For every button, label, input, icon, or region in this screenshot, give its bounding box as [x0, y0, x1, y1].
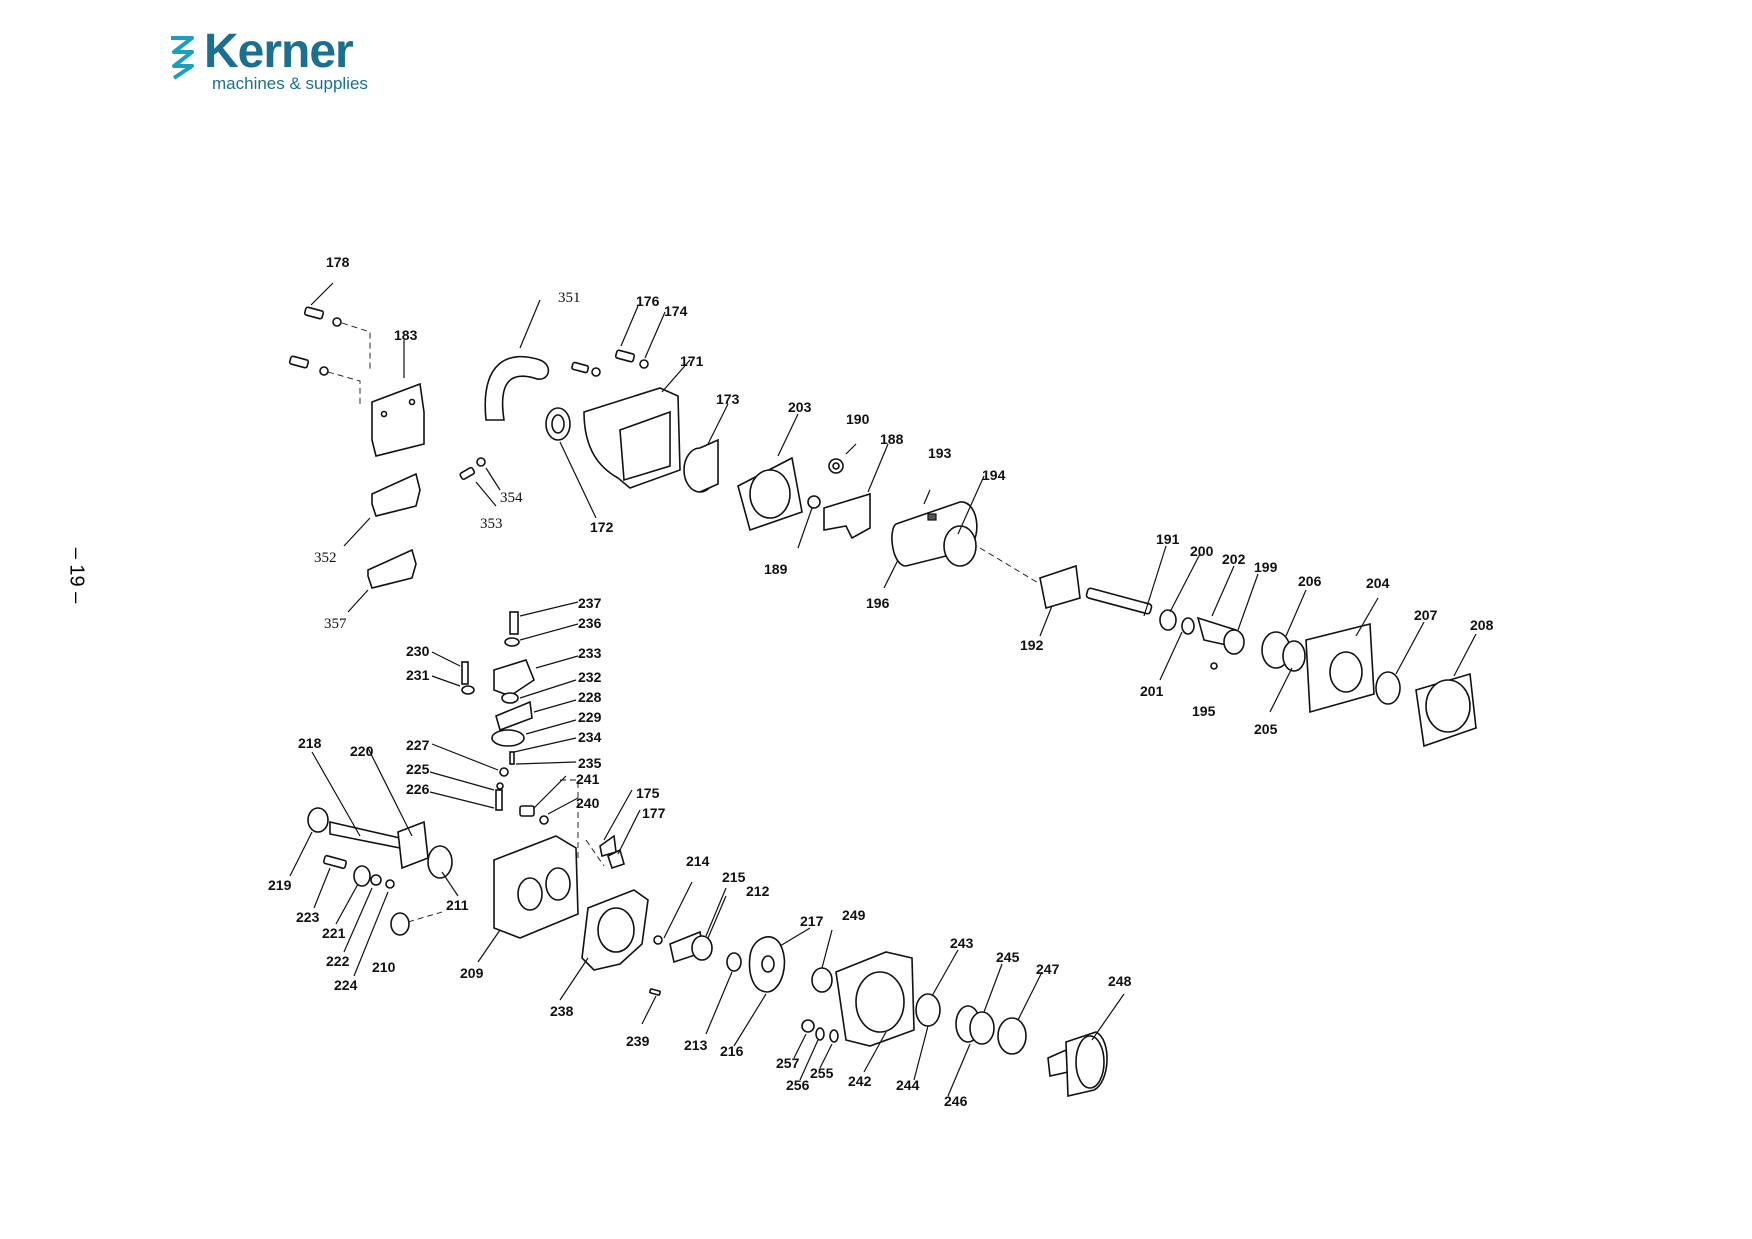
- part-label: 203: [788, 399, 812, 415]
- part-label: 205: [1254, 721, 1278, 737]
- part-label: 230: [406, 643, 430, 659]
- gearbox-output-group: [653, 881, 1125, 1097]
- part-label: 245: [996, 949, 1020, 965]
- part-label: 200: [1190, 543, 1214, 559]
- part-label: 221: [322, 925, 346, 941]
- part-label: 188: [880, 431, 904, 447]
- brand-logo: Kerner machines & supplies: [168, 25, 408, 98]
- part-label: 218: [298, 735, 322, 751]
- part-label: 202: [1222, 551, 1246, 567]
- part-label: 235: [578, 755, 602, 771]
- part-label: 224: [334, 977, 358, 993]
- part-labels: 178 183 351 176 174 171 173 203 190 188 …: [268, 254, 1494, 1109]
- brand-tagline: machines & supplies: [212, 74, 368, 93]
- valve-assembly-group: [429, 601, 641, 870]
- part-label: 257: [776, 1055, 800, 1071]
- part-label: 176: [636, 293, 660, 309]
- part-label: 171: [680, 353, 704, 369]
- part-label: 239: [626, 1033, 650, 1049]
- part-label: 241: [576, 771, 600, 787]
- part-label: 248: [1108, 973, 1132, 989]
- part-label: 195: [1192, 703, 1216, 719]
- part-label: 229: [578, 709, 602, 725]
- part-label: 211: [446, 897, 469, 913]
- part-label: 204: [1366, 575, 1390, 591]
- part-label: 222: [326, 953, 350, 969]
- part-label: 194: [982, 467, 1006, 483]
- part-label: 178: [326, 254, 350, 270]
- part-label: 172: [590, 519, 614, 535]
- part-label: 237: [578, 595, 602, 611]
- part-label: 199: [1254, 559, 1278, 575]
- part-label: 244: [896, 1077, 920, 1093]
- brand-name: Kerner: [204, 25, 354, 78]
- part-label: 209: [460, 965, 484, 981]
- part-label: 226: [406, 781, 430, 797]
- part-label: 183: [394, 327, 418, 343]
- part-label: 228: [578, 689, 602, 705]
- part-label: 175: [636, 785, 660, 801]
- part-label: 247: [1036, 961, 1060, 977]
- mounting-plate-group: [288, 282, 501, 613]
- part-label: 213: [684, 1037, 708, 1053]
- part-label: 201: [1140, 683, 1164, 699]
- drive-shaft-group: [979, 545, 1477, 748]
- part-label: 217: [800, 913, 824, 929]
- part-label: 240: [576, 795, 600, 811]
- part-label: 174: [664, 303, 688, 319]
- part-label: 214: [686, 853, 710, 869]
- part-label: 216: [720, 1043, 744, 1059]
- part-label: 242: [848, 1073, 872, 1089]
- part-label: 193: [928, 445, 952, 461]
- part-label: 255: [810, 1065, 834, 1081]
- gear-pump-group: [289, 747, 661, 1025]
- part-label: 192: [1020, 637, 1044, 653]
- part-label: 246: [944, 1093, 968, 1109]
- part-label: 212: [746, 883, 770, 899]
- part-label: 223: [296, 909, 320, 925]
- part-label: 208: [1470, 617, 1494, 633]
- part-label: 206: [1298, 573, 1322, 589]
- part-label: 351: [558, 290, 581, 306]
- part-label: 352: [314, 550, 337, 566]
- part-label: 357: [324, 616, 347, 632]
- kerner-logo-icon: [171, 36, 194, 80]
- part-label: 210: [372, 959, 396, 975]
- part-label: 220: [350, 743, 374, 759]
- part-label: 234: [578, 729, 602, 745]
- part-label: 219: [268, 877, 292, 893]
- part-label: 232: [578, 669, 602, 685]
- part-label: 190: [846, 411, 870, 427]
- part-label: 256: [786, 1077, 810, 1093]
- part-label: 191: [1156, 531, 1180, 547]
- part-label: 354: [500, 490, 523, 506]
- part-label: 233: [578, 645, 602, 661]
- part-label: 238: [550, 1003, 574, 1019]
- motor-housing-group: [484, 299, 985, 589]
- part-label: 173: [716, 391, 740, 407]
- part-label: 227: [406, 737, 430, 753]
- part-label: 196: [866, 595, 890, 611]
- part-label: 207: [1414, 607, 1438, 623]
- part-label: 236: [578, 615, 602, 631]
- part-label: 189: [764, 561, 788, 577]
- part-label: 353: [480, 516, 503, 532]
- part-label: 231: [406, 667, 430, 683]
- part-label: 215: [722, 869, 746, 885]
- part-label: 177: [642, 805, 666, 821]
- part-label: 225: [406, 761, 430, 777]
- part-label: 243: [950, 935, 974, 951]
- part-label: 249: [842, 907, 866, 923]
